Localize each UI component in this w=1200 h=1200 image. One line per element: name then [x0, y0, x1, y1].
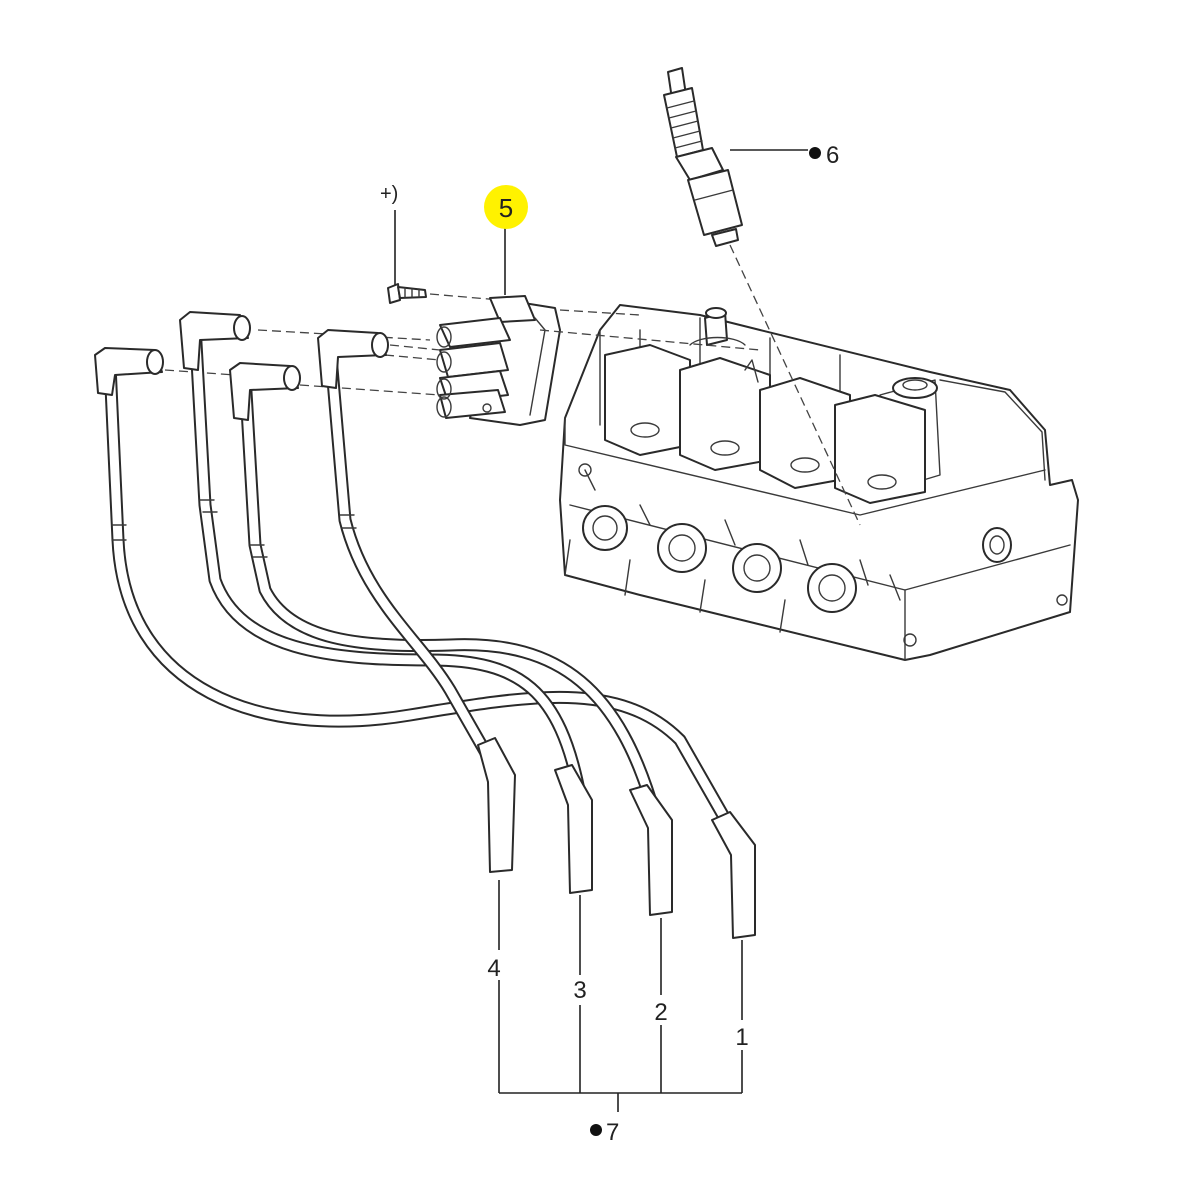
cylinder-head [559, 304, 1079, 661]
callout-labels: 5 6 +) 4 3 2 1 7 [380, 142, 839, 1146]
spark-plug [663, 67, 861, 526]
callout-7-dot [590, 1124, 602, 1136]
ignition-coil [436, 295, 761, 426]
callout-2: 2 [654, 999, 667, 1026]
callout-5-highlight [484, 185, 528, 229]
callout-leaders [394, 149, 808, 1112]
ignition-cable-set [94, 311, 756, 939]
callout-1: 1 [735, 1024, 748, 1051]
callout-7: 7 [606, 1119, 619, 1146]
mounting-bolt [387, 283, 501, 304]
callout-6: 6 [826, 142, 839, 169]
callout-3: 3 [573, 977, 586, 1004]
note-plus: +) [380, 183, 398, 205]
callout-4: 4 [487, 955, 500, 982]
callout-6-dot [809, 147, 821, 159]
callout-5: 5 [499, 193, 513, 223]
